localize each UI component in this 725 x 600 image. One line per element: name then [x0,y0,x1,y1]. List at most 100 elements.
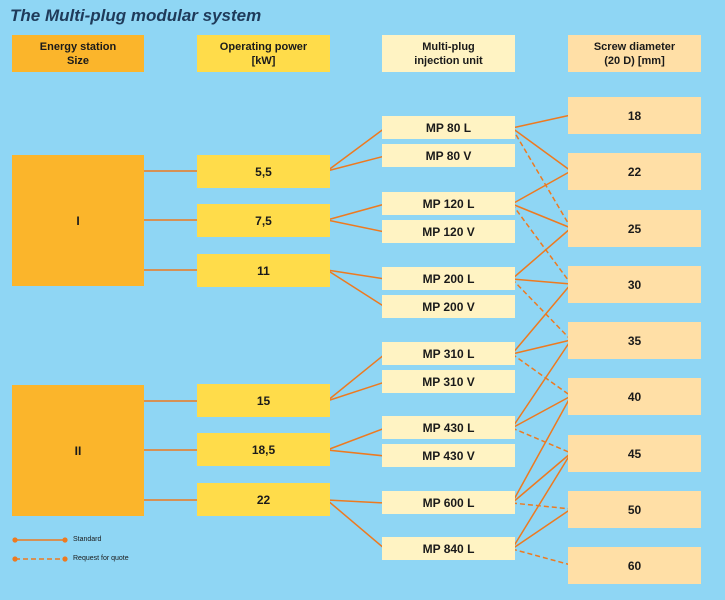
injection-unit-box: MP 430 V [382,444,515,467]
power-unit-line [326,499,386,550]
screw-diameter-box: 35 [568,322,701,359]
unit-screw-standard-line [511,395,572,504]
header-screw-line1: Screw diameter [593,40,676,53]
header-unit-line2: injection unit [414,54,483,67]
power-unit-line [326,269,386,280]
screw-diameter-box: 40 [568,378,701,415]
injection-unit-label: MP 200 V [422,299,475,314]
power-box: 7,5 [197,204,330,237]
unit-screw-quote-line [511,502,572,510]
injection-unit-label: MP 120 V [422,224,475,239]
unit-screw-quote-line [511,427,572,454]
injection-unit-label: MP 120 L [422,196,475,211]
power-box: 11 [197,254,330,287]
header-power-line2: [kW] [251,54,276,67]
injection-unit-box: MP 600 L [382,491,515,514]
header-screw-line2: (20 D) [mm] [604,54,665,67]
screw-diameter-label: 18 [627,108,642,123]
power-label: 11 [257,263,270,278]
injection-unit-label: MP 840 L [422,541,475,556]
power-unit-line [326,155,386,172]
screw-diameter-box: 45 [568,435,701,472]
power-label: 18,5 [251,442,276,457]
injection-unit-box: MP 120 V [382,220,515,243]
injection-unit-label: MP 80 V [425,148,472,163]
unit-screw-quote-line [511,203,572,285]
power-unit-line [326,449,386,457]
screw-diameter-box: 25 [568,210,701,247]
injection-unit-label: MP 80 L [425,120,472,135]
screw-diameter-label: 50 [627,502,642,517]
unit-screw-quote-line [511,353,572,397]
unit-screw-quote-line [511,548,572,566]
power-label: 15 [256,393,271,408]
injection-unit-box: MP 310 L [382,342,515,365]
injection-unit-box: MP 80 V [382,144,515,167]
screw-diameter-label: 25 [627,221,642,236]
power-unit-line [326,499,386,504]
energy-station-label: I [76,213,80,228]
power-unit-line [326,353,386,402]
screw-diameter-label: 30 [627,277,642,292]
power-label: 7,5 [255,213,272,228]
injection-unit-box: MP 120 L [382,192,515,215]
power-box: 18,5 [197,433,330,466]
header-energy-line1: Energy station [39,40,117,53]
energy-station-label: II [74,443,82,458]
screw-diameter-label: 22 [627,164,642,179]
screw-diameter-label: 40 [627,389,642,404]
power-label: 22 [256,492,271,507]
legend-quote-label: Request for quote [73,555,129,562]
injection-unit-box: MP 80 L [382,116,515,139]
power-unit-line [326,427,386,451]
injection-unit-box: MP 200 L [382,267,515,290]
unit-screw-standard-line [511,283,572,355]
energy-station-ii: II [12,385,144,516]
unit-screw-standard-line [511,114,572,129]
header-energy-line2: Size [66,54,89,67]
screw-diameter-label: 60 [627,558,642,573]
page-title: The Multi-plug modular system [10,6,262,25]
injection-unit-box: MP 430 L [382,416,515,439]
unit-screw-standard-line [511,508,572,550]
unit-screw-standard-line [511,395,572,429]
energy-station-i: I [12,155,144,286]
unit-screw-standard-line [511,278,572,285]
legend-quote-line [12,556,68,562]
injection-unit-label: MP 200 L [422,271,475,286]
unit-screw-standard-line [511,170,572,205]
header-power-line1: Operating power [219,40,308,53]
unit-screw-quote-line [511,278,572,341]
unit-screw-quote-line [511,127,572,229]
injection-unit-box: MP 310 V [382,370,515,393]
power-unit-line [326,127,386,172]
power-box: 15 [197,384,330,417]
screw-diameter-box: 22 [568,153,701,190]
unit-screw-standard-line [511,127,572,172]
unit-screw-standard-line [511,203,572,229]
power-unit-line [326,269,386,308]
unit-screw-standard-line [511,339,572,355]
unit-screw-standard-line [511,452,572,504]
injection-unit-box: MP 200 V [382,295,515,318]
legend-standard-line [12,537,68,543]
header-injection-unit: Multi-plug injection unit [382,35,515,72]
injection-unit-label: MP 430 V [422,448,475,463]
screw-diameter-box: 50 [568,491,701,528]
unit-screw-standard-line [511,227,572,280]
injection-unit-label: MP 310 V [422,374,475,389]
injection-unit-label: MP 600 L [422,495,475,510]
power-unit-line [326,381,386,402]
unit-screw-standard-line [511,339,572,429]
power-box: 22 [197,483,330,516]
header-screw-diameter: Screw diameter (20 D) [mm] [568,35,701,72]
screw-diameter-label: 45 [627,446,642,461]
unit-screw-standard-line [511,452,572,550]
power-box: 5,5 [197,155,330,188]
injection-unit-box: MP 840 L [382,537,515,560]
header-energy-station: Energy station Size [12,35,144,72]
injection-unit-label: MP 430 L [422,420,475,435]
legend-standard-label: Standard [73,536,102,543]
screw-diameter-label: 35 [627,333,642,348]
header-unit-line1: Multi-plug [422,40,475,53]
